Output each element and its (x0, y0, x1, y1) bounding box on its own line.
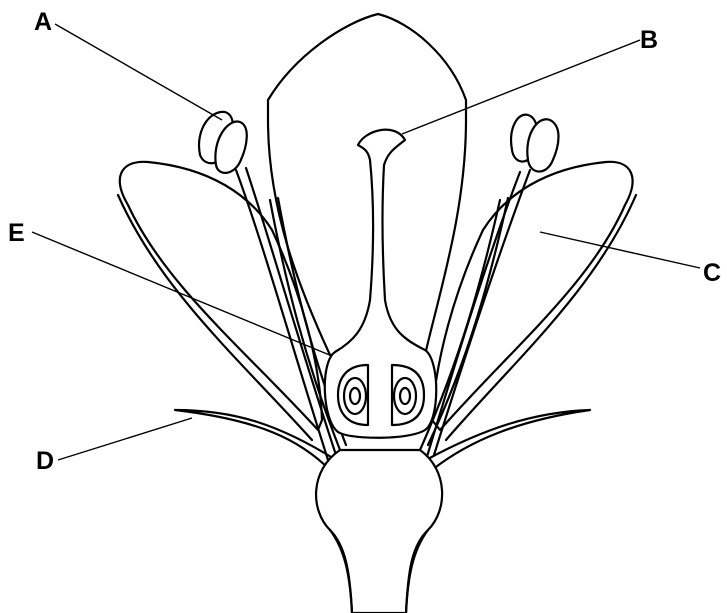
leader-line-a (55, 24, 222, 120)
right-petal (432, 162, 633, 430)
label-d: D (36, 447, 54, 475)
receptacle (316, 450, 442, 613)
label-c: C (703, 259, 721, 287)
label-b: B (640, 26, 658, 54)
label-e: E (8, 219, 25, 247)
label-a: A (34, 8, 52, 36)
leader-line-d (58, 418, 192, 460)
